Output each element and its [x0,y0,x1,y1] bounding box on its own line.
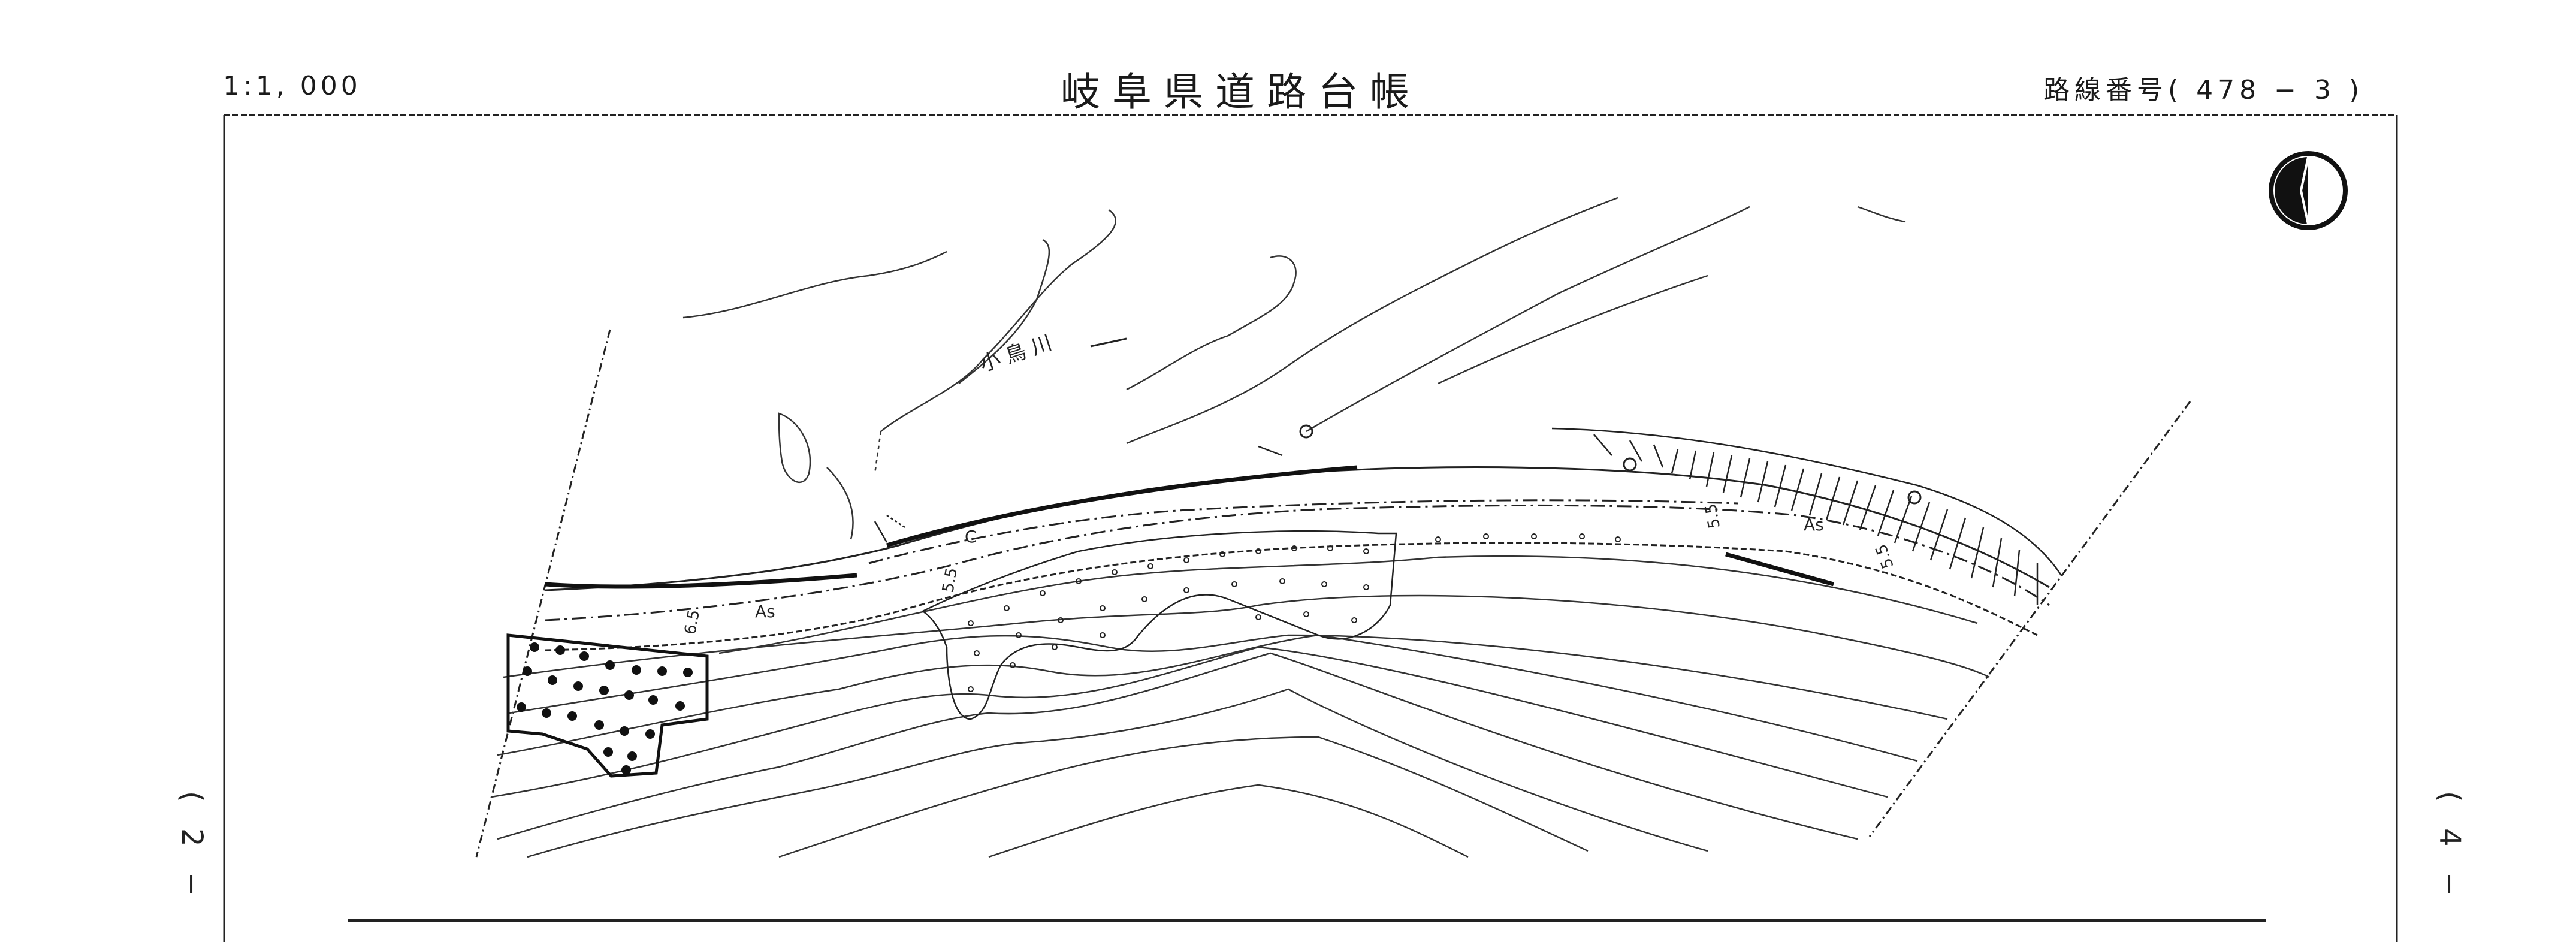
map-frame [223,114,2398,942]
boundary-ticks [874,445,1283,543]
curb-lines [545,465,1834,589]
scale-label: 1:1, 000 [223,71,361,101]
page-marker-right: ( 4 − [2433,791,2466,905]
river-banks [682,197,1906,540]
road-edges [545,466,2050,651]
road-width-label: 6.5 [681,608,703,636]
route-number: 路線番号( 478 − 3 ) [2043,75,2364,105]
river-label: 小 鳥 川 [977,331,1055,376]
curb-label: C [965,527,977,547]
river-flow-arrow [1090,337,1127,348]
road-width-label: 5.5 [939,566,961,594]
road-centerlines [545,499,2050,621]
road-width-label: 5.5 [1702,502,1724,530]
road-surface-label-2: As [1804,515,1824,535]
survey-boundary [475,329,2191,858]
road-width-label: 5.5 [1872,542,1897,571]
page-marker-left: ( 2 − [175,791,209,905]
north-arrow-icon [2269,151,2348,230]
slope-hatching [1551,427,2062,605]
fill-area [921,530,1621,720]
page-title: 岐阜県道路台帳 [1061,69,1421,115]
road-surface-label: As [755,602,775,621]
planting-area [506,633,709,778]
contour-lines [491,555,1990,858]
utility-pole-icon [1299,424,1922,505]
